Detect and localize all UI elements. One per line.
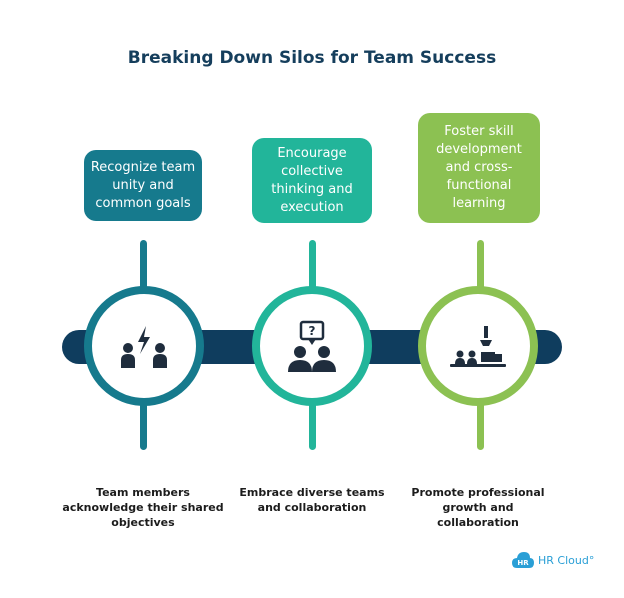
logo-text: HR Cloud° — [538, 553, 595, 567]
step-2-heading: Encourage collective thinking and execut… — [271, 145, 353, 215]
step-1-ring — [84, 286, 204, 406]
step-3-heading: Foster skill development and cross-funct… — [436, 124, 522, 211]
step-2-description: Embrace diverse teams and collaboration — [239, 486, 385, 514]
cloud-icon: HR — [512, 552, 534, 568]
hr-cloud-logo: HR HR Cloud° — [512, 551, 594, 569]
step-1-box: Recognize team unity and common goals — [84, 150, 202, 221]
page-title: Breaking Down Silos for Team Success — [127, 48, 497, 68]
step-2-box: Encourage collective thinking and execut… — [252, 138, 372, 223]
logo-mark: HR — [517, 559, 529, 567]
svg-text:?: ? — [309, 324, 316, 338]
step-3-description: Promote professional growth and collabor… — [411, 486, 545, 529]
step-3-box: Foster skill development and cross-funct… — [418, 113, 540, 223]
step-1-description: Team members acknowledge their shared ob… — [62, 486, 224, 529]
step-3-ring — [418, 286, 538, 406]
step-1-heading: Recognize team unity and common goals — [90, 159, 196, 211]
team-unity-icon — [121, 326, 167, 368]
step-2-ring: ? — [252, 286, 372, 406]
training-session-icon — [450, 326, 506, 367]
collective-thinking-icon: ? — [288, 320, 336, 372]
